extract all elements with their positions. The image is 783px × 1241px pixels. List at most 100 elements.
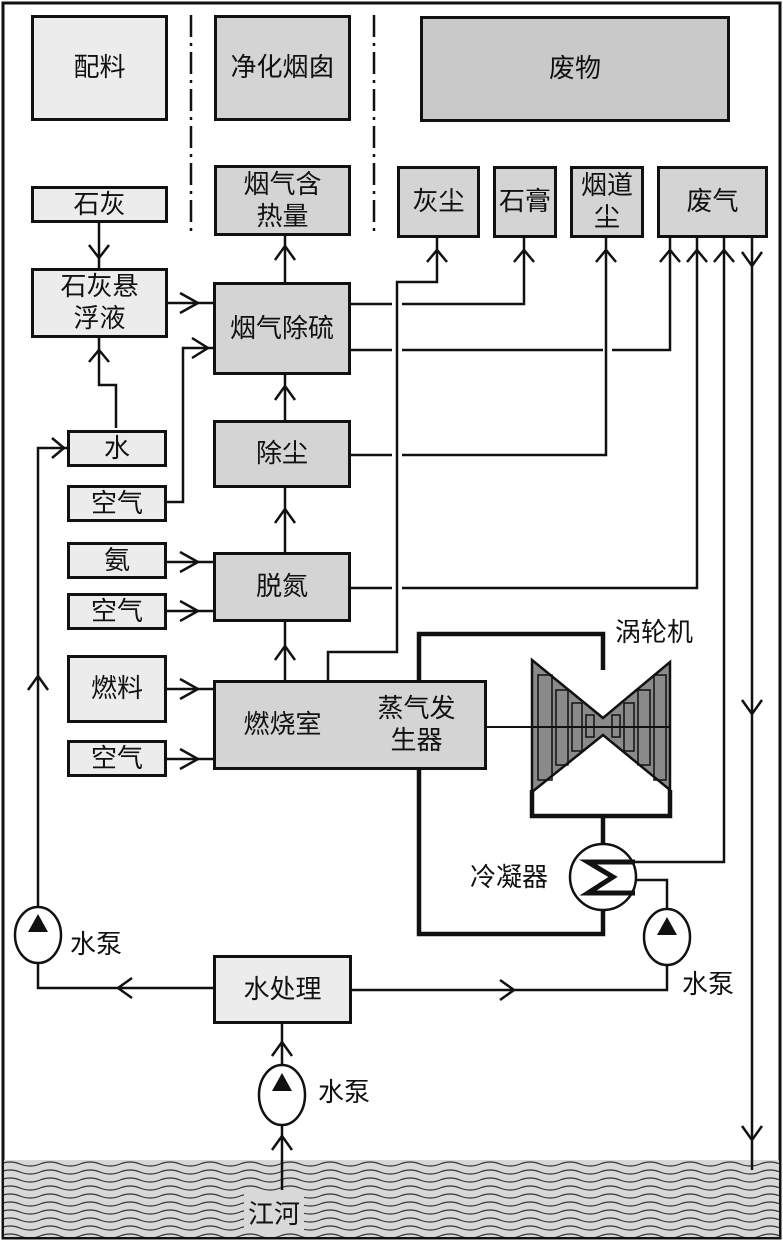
- process-water-treatment: 水处理: [213, 955, 352, 1024]
- condenser-icon: [568, 842, 638, 912]
- line-air-desulf: [167, 346, 213, 504]
- process-desulfurization: 烟气除硫: [213, 282, 351, 375]
- connector-line: [36, 962, 213, 990]
- connector-line: [179, 677, 201, 701]
- pump-left-label: 水泵: [70, 930, 123, 960]
- input-lime-slurry: 石灰悬浮液: [31, 268, 168, 338]
- process-flue-gas-heat: 烟气含热量: [214, 165, 351, 236]
- input-lime: 石灰: [31, 186, 168, 223]
- input-air-denox: 空气: [67, 593, 167, 630]
- input-lime-slurry-label: 石灰悬浮液: [60, 272, 139, 334]
- connector-line: [28, 914, 48, 932]
- connector-line: [273, 243, 297, 261]
- line-water-slurry: [97, 338, 118, 428]
- river-waves: [4, 1160, 779, 1237]
- pump-left-icon: [13, 905, 63, 965]
- connector-line: [578, 859, 635, 896]
- output-ash: 灰尘: [397, 166, 480, 238]
- category-clean-stack-label: 净化烟囱: [230, 53, 335, 83]
- steam-line-top: [416, 631, 606, 692]
- connector-line: [350, 238, 699, 590]
- category-waste: 废物: [420, 16, 730, 122]
- turbine-icon: [486, 657, 672, 795]
- connector-line: [740, 1125, 764, 1143]
- arrow-lime-slurry: [88, 244, 110, 261]
- input-ammonia-label: 氨: [103, 545, 130, 576]
- connector-line: [326, 238, 439, 680]
- connector-line: [642, 907, 692, 967]
- connector-line: [659, 248, 681, 263]
- process-dust-removal-label: 除尘: [255, 439, 308, 469]
- turbine-label: 涡轮机: [615, 618, 694, 648]
- connector-line: [257, 1063, 307, 1127]
- connector-line: [352, 962, 669, 992]
- process-dust-removal: 除尘: [213, 420, 351, 488]
- input-air-desulf: 空气: [67, 485, 167, 522]
- output-flue-dust-label: 烟道尘: [581, 171, 634, 233]
- input-lime-label: 石灰: [73, 189, 126, 220]
- output-flue-dust: 烟道尘: [570, 166, 644, 238]
- connector-line: [115, 976, 133, 1000]
- input-air-combustion-label: 空气: [90, 743, 143, 774]
- output-gypsum-label: 石膏: [498, 187, 551, 217]
- connector-line: [350, 238, 608, 457]
- process-denitrification: 脱氮: [213, 552, 351, 622]
- process-combustion-chamber-label: 燃烧室: [243, 710, 322, 740]
- connector-line: [179, 550, 201, 574]
- input-air-desulf-label: 空气: [90, 488, 143, 519]
- connector-line: [26, 673, 50, 691]
- input-air-denox-label: 空气: [90, 596, 143, 627]
- process-steam-generator-label: 蒸气发生器: [377, 694, 456, 756]
- connector-line: [13, 905, 63, 965]
- output-ash-label: 灰尘: [412, 187, 465, 217]
- input-water-label: 水: [103, 433, 130, 464]
- input-ammonia: 氨: [67, 542, 167, 579]
- connector-line: [513, 248, 535, 263]
- connector-line: [51, 437, 66, 459]
- connector-line: [273, 383, 297, 401]
- connector-line: [568, 842, 638, 912]
- category-ingredients: 配料: [31, 15, 168, 121]
- connector-line: [529, 790, 673, 819]
- process-desulfurization-label: 烟气除硫: [229, 313, 334, 344]
- river-label: 江河: [244, 1192, 305, 1233]
- output-gypsum: 石膏: [493, 166, 557, 238]
- category-ingredients-label: 配料: [73, 53, 126, 83]
- connector-line: [36, 446, 68, 908]
- connector-line: [740, 699, 764, 717]
- condenser-label: 冷凝器: [470, 863, 549, 893]
- process-combustion-chamber: 燃烧室: [213, 680, 351, 770]
- process-flue-gas-heat-label: 烟气含热量: [243, 169, 322, 232]
- connector-line: [740, 251, 764, 269]
- pump-right-label: 水泵: [682, 970, 735, 1000]
- input-water: 水: [67, 430, 167, 467]
- output-exhaust: 废气: [657, 166, 768, 238]
- connector-line: [657, 917, 677, 935]
- connector-line: [595, 248, 617, 263]
- connector-line: [499, 978, 517, 1002]
- connector-line: [426, 248, 448, 263]
- category-clean-stack: 净化烟囱: [214, 15, 351, 121]
- input-air-combustion: 空气: [67, 740, 167, 777]
- connector-line: [270, 1039, 294, 1057]
- connector-line: [179, 747, 201, 771]
- process-steam-generator: 蒸气发生器: [349, 680, 487, 770]
- connector-line: [620, 238, 726, 864]
- category-waste-label: 废物: [548, 54, 601, 84]
- connector-line: [350, 238, 526, 306]
- connector-line: [179, 599, 201, 623]
- input-fuel: 燃料: [67, 655, 167, 723]
- connector-line: [273, 643, 297, 661]
- steam-line-bottom: [416, 769, 606, 937]
- connector-line: [191, 336, 211, 360]
- process-water-treatment-label: 水处理: [243, 974, 322, 1005]
- output-exhaust-label: 废气: [686, 187, 739, 217]
- pump-right-icon: [642, 907, 692, 967]
- connector-line: [179, 291, 201, 315]
- connector-line: [713, 248, 735, 263]
- pump-river-icon: [257, 1063, 307, 1127]
- connector-line: [273, 506, 297, 524]
- connector-line: [350, 238, 672, 352]
